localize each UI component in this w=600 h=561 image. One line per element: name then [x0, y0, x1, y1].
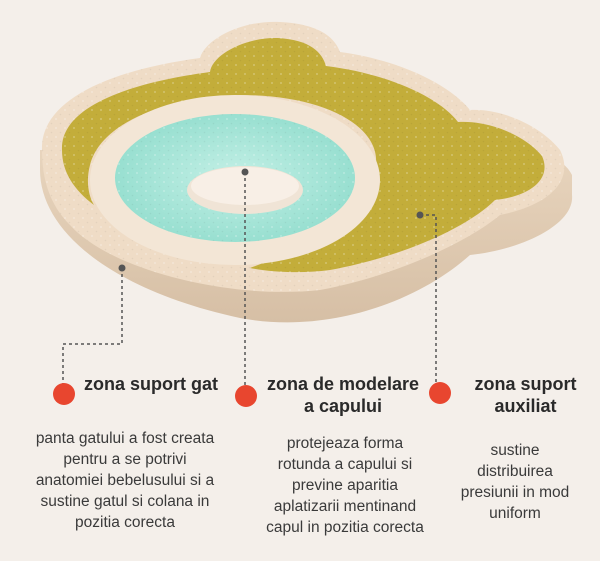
zone-description-neck: panta gatului a fost creata pentru a se …	[35, 430, 215, 531]
zone-title-head: zona de modelare a capului	[266, 374, 420, 416]
marker-dot-neck	[53, 383, 75, 405]
guide-line-neck	[62, 268, 123, 390]
marker-dot-head	[235, 385, 257, 407]
marker-dot-auxiliary	[429, 382, 451, 404]
zone-title-auxiliary: zona suport auxiliat	[474, 374, 577, 416]
zone-description-auxiliary: sustine distribuirea presiunii in mod un…	[460, 442, 570, 522]
zone-title-neck: zona suport gat	[84, 374, 218, 394]
zone-description-head: protejeaza forma rotunda a capului si pr…	[266, 435, 424, 536]
guide-line-auxiliary	[420, 214, 437, 390]
